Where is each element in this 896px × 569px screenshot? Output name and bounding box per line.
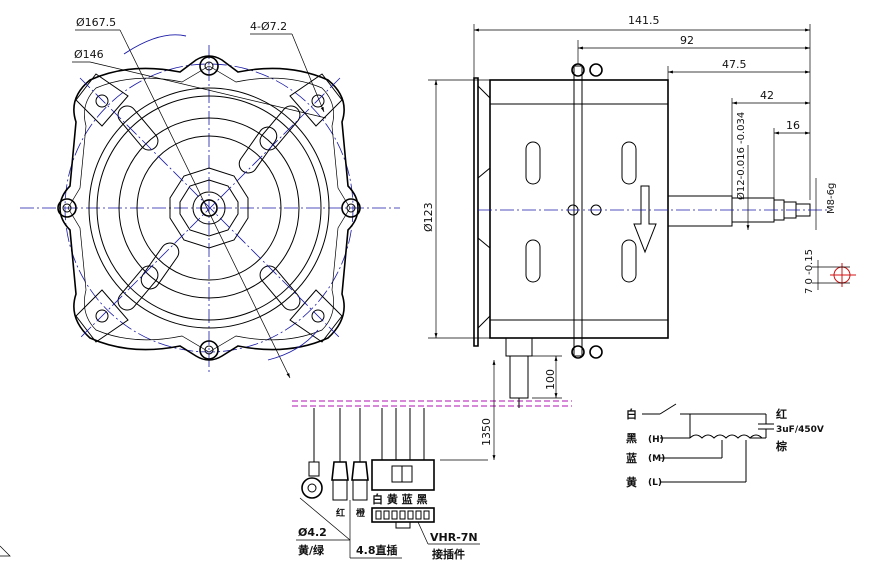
holes-leader	[291, 33, 325, 113]
dim-shaft-flat: 7 0 -0.15	[804, 249, 815, 294]
mount-hole-bl	[95, 309, 109, 323]
lead-length-dim: 1350	[480, 418, 493, 446]
rotation-arrow	[633, 185, 657, 254]
bolt-top	[199, 56, 219, 76]
connector-pins	[375, 510, 430, 520]
vent-slots	[117, 105, 301, 311]
connector-housing	[371, 459, 435, 491]
dim-body-length: 92	[680, 34, 694, 47]
front-housing-outline	[59, 55, 359, 361]
housing-circle-4	[136, 135, 282, 281]
connector-leader	[417, 521, 429, 545]
mount-hole-tr	[311, 94, 325, 108]
rod-nut-bottom	[571, 345, 585, 359]
hub-polygon-inner	[179, 179, 239, 237]
side-slot-3	[525, 239, 541, 283]
ring-wire-color: 黄/绿	[298, 543, 325, 557]
dim-shaft-diameter: Ø12-0.016 -0.034	[735, 112, 747, 200]
bolt-right	[341, 198, 361, 218]
spade-red	[331, 461, 349, 481]
through-rod	[573, 65, 583, 357]
dim-arc-left	[123, 34, 187, 55]
ring-terminal-dim: Ø4.2	[298, 526, 327, 539]
wiring-diagram: 白 黑 蓝 黄 (H) (M) (L) 红 3uF/450V 棕	[626, 403, 824, 489]
corner-mark	[0, 545, 11, 557]
connector-tab	[395, 521, 411, 529]
lead-wires: 1350 Ø4.2 黄/绿 红 橙 4.8直插 白 黄 蓝 黑	[292, 360, 572, 561]
diagonal-centerline-2	[79, 77, 341, 339]
housing-circle-3	[118, 117, 300, 299]
housing-circle-2	[96, 95, 322, 321]
pitch-diameter-dim: Ø146	[74, 48, 104, 61]
wiring-low: (L)	[648, 478, 662, 488]
side-slot-4	[621, 239, 637, 283]
ear-top-left	[75, 73, 129, 127]
ring-leader	[299, 497, 351, 541]
front-view: Ø167.5 Ø146 4-Ø7.2	[20, 16, 400, 379]
ring-crimp	[308, 461, 320, 477]
dim-shaft-length: 42	[760, 89, 774, 102]
side-slot-1	[525, 141, 541, 185]
ear-bottom-left	[75, 289, 129, 343]
dim-body-height: Ø123	[422, 202, 435, 232]
spade-orange-blade	[352, 479, 368, 501]
ear-top-right	[289, 73, 343, 127]
ring-terminal-hole	[307, 483, 317, 493]
mount-hole-tl	[95, 94, 109, 108]
wiring-yellow: 黄	[626, 475, 637, 489]
wiring-brown: 棕	[775, 439, 787, 453]
dim-arc-right	[267, 329, 319, 361]
spade-terminal-label: 4.8直插	[356, 543, 398, 557]
shaft-boss	[667, 195, 733, 227]
capacitor-value: 3uF/450V	[776, 425, 824, 435]
grommet	[505, 337, 533, 357]
wiring-mid: (M)	[648, 454, 665, 464]
pcd-leader	[89, 61, 327, 119]
dim-thread-size: M8-6g	[826, 183, 837, 214]
flange-bend	[477, 85, 491, 329]
outer-dia-leader	[119, 29, 291, 379]
dim-overall-length: 141.5	[628, 14, 660, 27]
wiring-blue: 蓝	[626, 451, 637, 465]
switch-blade	[659, 403, 677, 415]
shaft-circle	[200, 199, 218, 217]
wiring-black: 黑	[626, 432, 637, 445]
outer-diameter-dim: Ø167.5	[76, 16, 116, 29]
flange-plate	[473, 77, 479, 347]
ring-terminal	[301, 477, 323, 499]
spade-red-blade	[332, 479, 348, 501]
dim-flange-length: 47.5	[722, 58, 747, 71]
dim-shaft-end-length: 16	[786, 119, 800, 132]
wiring-white: 白	[626, 407, 637, 421]
wiring-high: (H)	[648, 435, 664, 445]
dim-grommet-length: 100	[544, 369, 557, 390]
red-wire-label: 红	[336, 507, 345, 519]
hub-ring	[192, 191, 226, 225]
ear-bottom-right	[289, 289, 343, 343]
housing-circle-outer	[88, 87, 330, 329]
front-housing-inner-outline	[67, 65, 351, 353]
wiring-red: 红	[776, 407, 787, 421]
connector-model: VHR-7N	[430, 531, 478, 544]
mount-hole-br	[311, 309, 325, 323]
rod-nut-bottom-2	[589, 345, 603, 359]
spade-orange	[351, 461, 369, 481]
connector-color-order: 白 黄 蓝 黑	[372, 492, 428, 506]
lead-bundle	[509, 355, 529, 399]
rod-nut-top-2	[589, 63, 603, 77]
side-view: 141.5 92 47.5 42 16 Ø123 Ø12-0.016 -0.03…	[422, 14, 856, 399]
side-slot-2	[621, 141, 637, 185]
hub-polygon-outer	[169, 167, 249, 249]
connector-name: 接插件	[432, 547, 465, 561]
bolt-bottom	[199, 340, 219, 360]
orange-wire-label: 橙	[356, 507, 366, 519]
holes-dim: 4-Ø7.2	[250, 20, 287, 33]
bolt-left	[57, 198, 77, 218]
